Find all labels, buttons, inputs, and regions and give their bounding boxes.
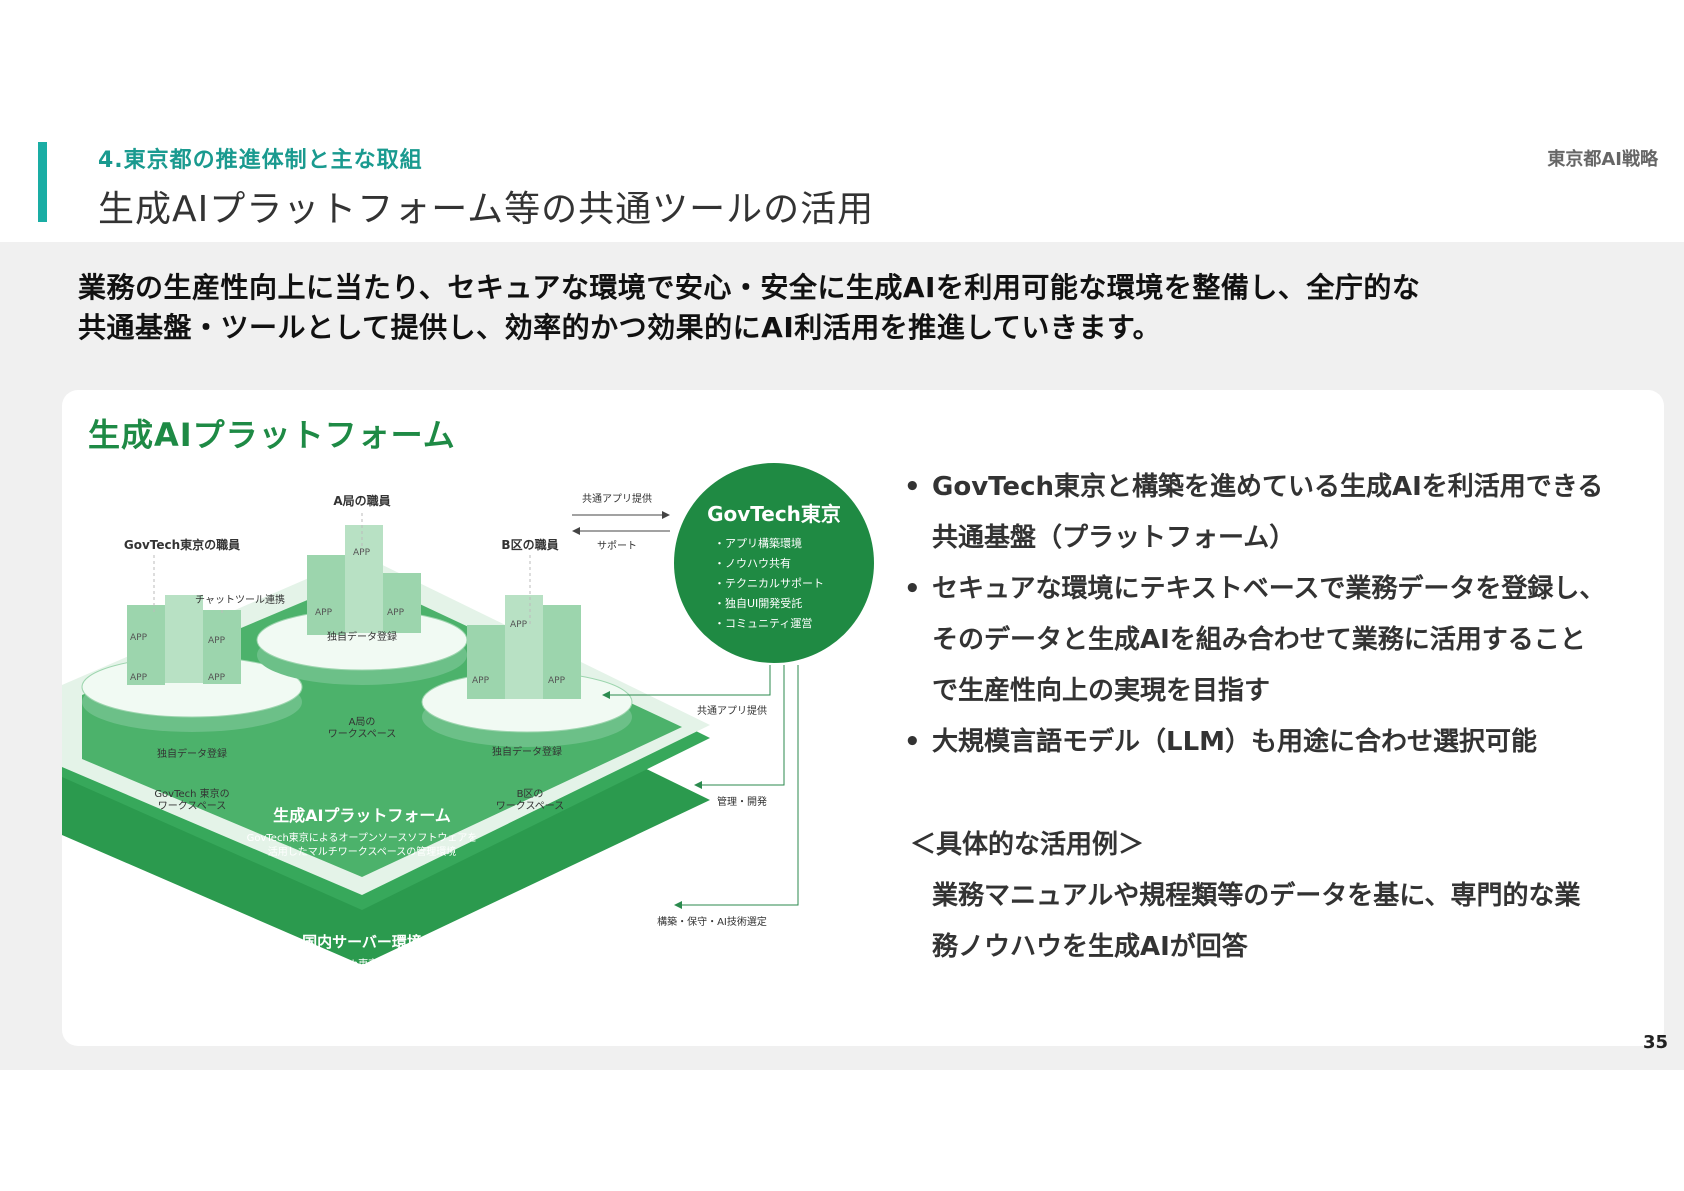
staff-govtech: GovTech東京の職員 bbox=[124, 537, 240, 552]
workspace-b bbox=[421, 595, 633, 747]
arrow-manage-label: 管理・開発 bbox=[717, 795, 767, 808]
govtech-circle bbox=[674, 463, 874, 663]
list-item: • 大規模言語モデル（LLM）も用途に合わせ選択可能 bbox=[904, 717, 1664, 768]
examples-line-1: 業務マニュアルや規程類等のデータを基に、専門的な業 bbox=[932, 881, 1581, 911]
platform-desc-1: GovTech東京によるオープンソースソフトウェアを bbox=[247, 831, 478, 844]
feature-list: • GovTech東京と構築を進めている生成AIを利活用できる 共通基盤（プラッ… bbox=[904, 462, 1664, 768]
lead-line-2: 共通基盤・ツールとして提供し、効率的かつ効果的にAI利活用を推進していきます。 bbox=[78, 311, 1162, 344]
app-label: APP bbox=[208, 636, 226, 646]
app-label: APP bbox=[353, 548, 371, 558]
bullet-dot: • bbox=[904, 727, 921, 757]
list-item-line: で生産性向上の実現を目指す bbox=[932, 676, 1271, 706]
govtech-item: ・コミュニティ運営 bbox=[714, 616, 812, 630]
govtech-item: ・アプリ構築環境 bbox=[714, 536, 802, 550]
own-data-govtech: 独自データ登録 bbox=[157, 747, 227, 760]
list-item-line: セキュアな環境にテキストベースで業務データを登録し、 bbox=[932, 574, 1606, 604]
usage-examples: ＜具体的な活用例＞ 業務マニュアルや規程類等のデータを基に、専門的な業 務ノウハ… bbox=[910, 820, 1670, 973]
app-label: APP bbox=[472, 676, 490, 686]
govtech-circle-title: GovTech東京 bbox=[707, 502, 841, 526]
examples-line-2: 務ノウハウを生成AIが回答 bbox=[932, 932, 1248, 962]
workspace-a bbox=[256, 525, 468, 685]
examples-heading: ＜具体的な活用例＞ bbox=[910, 830, 1145, 860]
platform-title: 生成AIプラットフォーム bbox=[273, 806, 451, 825]
app-label: APP bbox=[130, 673, 148, 683]
strategy-label: 東京都AI戦略 bbox=[1547, 149, 1658, 170]
staff-a: A局の職員 bbox=[333, 493, 390, 508]
lead-line-1: 業務の生産性向上に当たり、セキュアな環境で安心・安全に生成AIを利用可能な環境を… bbox=[78, 271, 1421, 304]
platform-desc-2: 活用したマルチワークスペースの管理環境 bbox=[268, 845, 457, 858]
bullet-dot: • bbox=[904, 574, 921, 604]
server-desc: GovTech東京が管理 bbox=[316, 957, 408, 970]
ws-a-line2: ワークスペース bbox=[328, 728, 397, 740]
list-item-line: そのデータと生成AIを組み合わせて業務に活用すること bbox=[932, 625, 1586, 655]
server-title: 国内サーバー環境 bbox=[302, 933, 422, 951]
list-item-line: 大規模言語モデル（LLM）も用途に合わせ選択可能 bbox=[932, 727, 1538, 757]
app-label: APP bbox=[548, 676, 566, 686]
arrow-build-label: 構築・保守・AI技術選定 bbox=[657, 915, 767, 928]
lead-text: 業務の生産性向上に当たり、セキュアな環境で安心・安全に生成AIを利用可能な環境を… bbox=[78, 268, 1420, 348]
own-data-a: 独自データ登録 bbox=[327, 630, 397, 643]
accent-bar bbox=[38, 142, 47, 222]
govtech-item: ・独自UI開発受託 bbox=[714, 596, 802, 610]
ws-govtech-line2: ワークスペース bbox=[158, 800, 227, 812]
govtech-item: ・ノウハウ共有 bbox=[714, 556, 791, 570]
list-item: • GovTech東京と構築を進めている生成AIを利活用できる 共通基盤（プラッ… bbox=[904, 462, 1664, 564]
list-item: • セキュアな環境にテキストベースで業務データを登録し、 そのデータと生成AIを… bbox=[904, 564, 1664, 717]
chat-tool-label: チャットツール連携 bbox=[195, 593, 285, 606]
bullet-dot: • bbox=[904, 472, 921, 502]
own-data-b: 独自データ登録 bbox=[492, 745, 562, 758]
platform-diagram: APP APP APP APP APP APP APP APP APP APP … bbox=[62, 463, 874, 970]
ws-b-line2: ワークスペース bbox=[496, 800, 565, 812]
arrow-provide-label: 共通アプリ提供 bbox=[582, 492, 652, 505]
card-title: 生成AIプラットフォーム bbox=[88, 416, 456, 454]
app-label: APP bbox=[387, 608, 405, 618]
section-label: 4.東京都の推進体制と主な取組 bbox=[98, 148, 423, 173]
page-number: 35 bbox=[1642, 1032, 1668, 1053]
list-item-line: 共通基盤（プラットフォーム） bbox=[932, 523, 1296, 553]
ws-a-line1: A局の bbox=[349, 716, 376, 728]
arrow-provide2-label: 共通アプリ提供 bbox=[697, 704, 767, 717]
staff-b: B区の職員 bbox=[501, 537, 558, 552]
app-label: APP bbox=[208, 673, 226, 683]
app-label: APP bbox=[510, 620, 528, 630]
app-label: APP bbox=[130, 633, 148, 643]
app-label: APP bbox=[315, 608, 333, 618]
page-title: 生成AIプラットフォーム等の共通ツールの活用 bbox=[98, 189, 875, 230]
govtech-item: ・テクニカルサポート bbox=[714, 577, 824, 590]
list-item-line: GovTech東京と構築を進めている生成AIを利活用できる bbox=[932, 472, 1604, 502]
workspace-govtech bbox=[81, 595, 303, 732]
ws-b-line1: B区の bbox=[517, 788, 544, 800]
arrow-support-label: サポート bbox=[597, 540, 637, 552]
ws-govtech-line1: GovTech 東京の bbox=[154, 787, 229, 800]
